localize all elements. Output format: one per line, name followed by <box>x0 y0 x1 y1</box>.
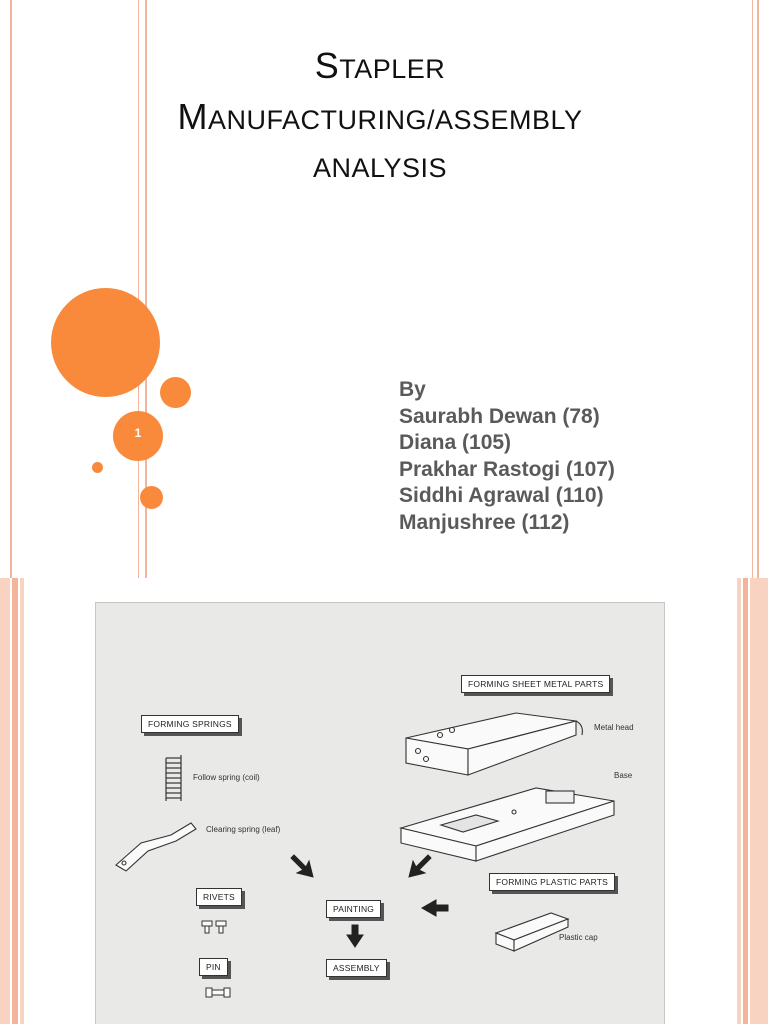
author-line: Siddhi Agrawal (110) <box>399 484 604 507</box>
label-forming-springs: FORMING SPRINGS <box>141 715 239 733</box>
decor-line <box>138 0 139 578</box>
flow-arrows <box>290 854 449 948</box>
label-assembly: ASSEMBLY <box>326 959 387 977</box>
parts-drawing <box>115 712 615 998</box>
caption-clearing-spring: Clearing spring (leaf) <box>206 825 281 834</box>
decor-circle <box>92 462 103 473</box>
decor-line <box>757 0 759 578</box>
author-line: Diana (105) <box>399 431 512 454</box>
decor-circle <box>140 486 163 509</box>
metal-head-drawing <box>405 712 583 776</box>
base-drawing <box>398 787 615 862</box>
label-pin: PIN <box>199 958 228 976</box>
decor-circle-large <box>51 288 160 397</box>
label-rivets: RIVETS <box>196 888 242 906</box>
decor-stripe <box>750 578 768 1024</box>
decor-line <box>145 0 147 578</box>
arrow-icon <box>346 924 364 948</box>
decor-stripe <box>0 578 10 1024</box>
caption-plastic-cap: Plastic cap <box>559 933 598 942</box>
slide-number: 1 <box>134 426 142 440</box>
author-line: Prakhar Rastogi (107) <box>399 457 615 481</box>
caption-follow-spring: Follow spring (coil) <box>193 773 260 782</box>
caption-metal-head: Metal head <box>594 723 634 732</box>
label-forming-plastic: FORMING PLASTIC PARTS <box>489 873 616 891</box>
caption-base: Base <box>614 771 633 780</box>
decor-line <box>10 0 12 578</box>
title-slide: STAPLER MANUFACTURING/ASSEMBLY ANALYSIS … <box>10 0 759 578</box>
stapler-process-figure: FORMING SHEET METAL PARTS FORMING SPRING… <box>95 602 665 1024</box>
coil-spring-drawing <box>165 755 182 801</box>
decor-stripe <box>20 578 24 1024</box>
author-line: By <box>399 378 426 401</box>
plastic-cap-drawing <box>494 912 570 952</box>
author-line: Manjushree (112) <box>399 510 570 534</box>
author-list: By Saurabh Dewan (78) Diana (105) Prakha… <box>399 377 615 536</box>
label-painting: PAINTING <box>326 900 382 918</box>
slide-number-circle <box>113 411 163 461</box>
process-slide: FORMING SHEET METAL PARTS FORMING SPRING… <box>0 578 768 1024</box>
title-text: ANALYSIS <box>312 153 448 183</box>
arrow-icon <box>420 899 449 917</box>
arrow-icon <box>408 854 432 878</box>
pin-drawing <box>205 987 231 998</box>
title-cap-letter: M <box>177 96 208 137</box>
arrow-icon <box>290 854 314 878</box>
slide-title: STAPLER MANUFACTURING/ASSEMBLY ANALYSIS <box>60 42 700 192</box>
title-text: ANUFACTURING/ASSEMBLY <box>207 105 583 135</box>
decor-stripe <box>737 578 741 1024</box>
title-text: TAPLER <box>339 54 446 84</box>
rivets-drawing <box>201 920 227 934</box>
title-cap-letter: S <box>314 45 340 86</box>
leaf-spring-drawing <box>115 822 197 872</box>
decor-stripe <box>12 578 18 1024</box>
label-forming-sheet-metal: FORMING SHEET METAL PARTS <box>461 675 611 693</box>
decor-stripe <box>743 578 748 1024</box>
author-line: Saurabh Dewan (78) <box>399 404 600 428</box>
decor-circle <box>160 377 191 408</box>
decor-line <box>752 0 753 578</box>
